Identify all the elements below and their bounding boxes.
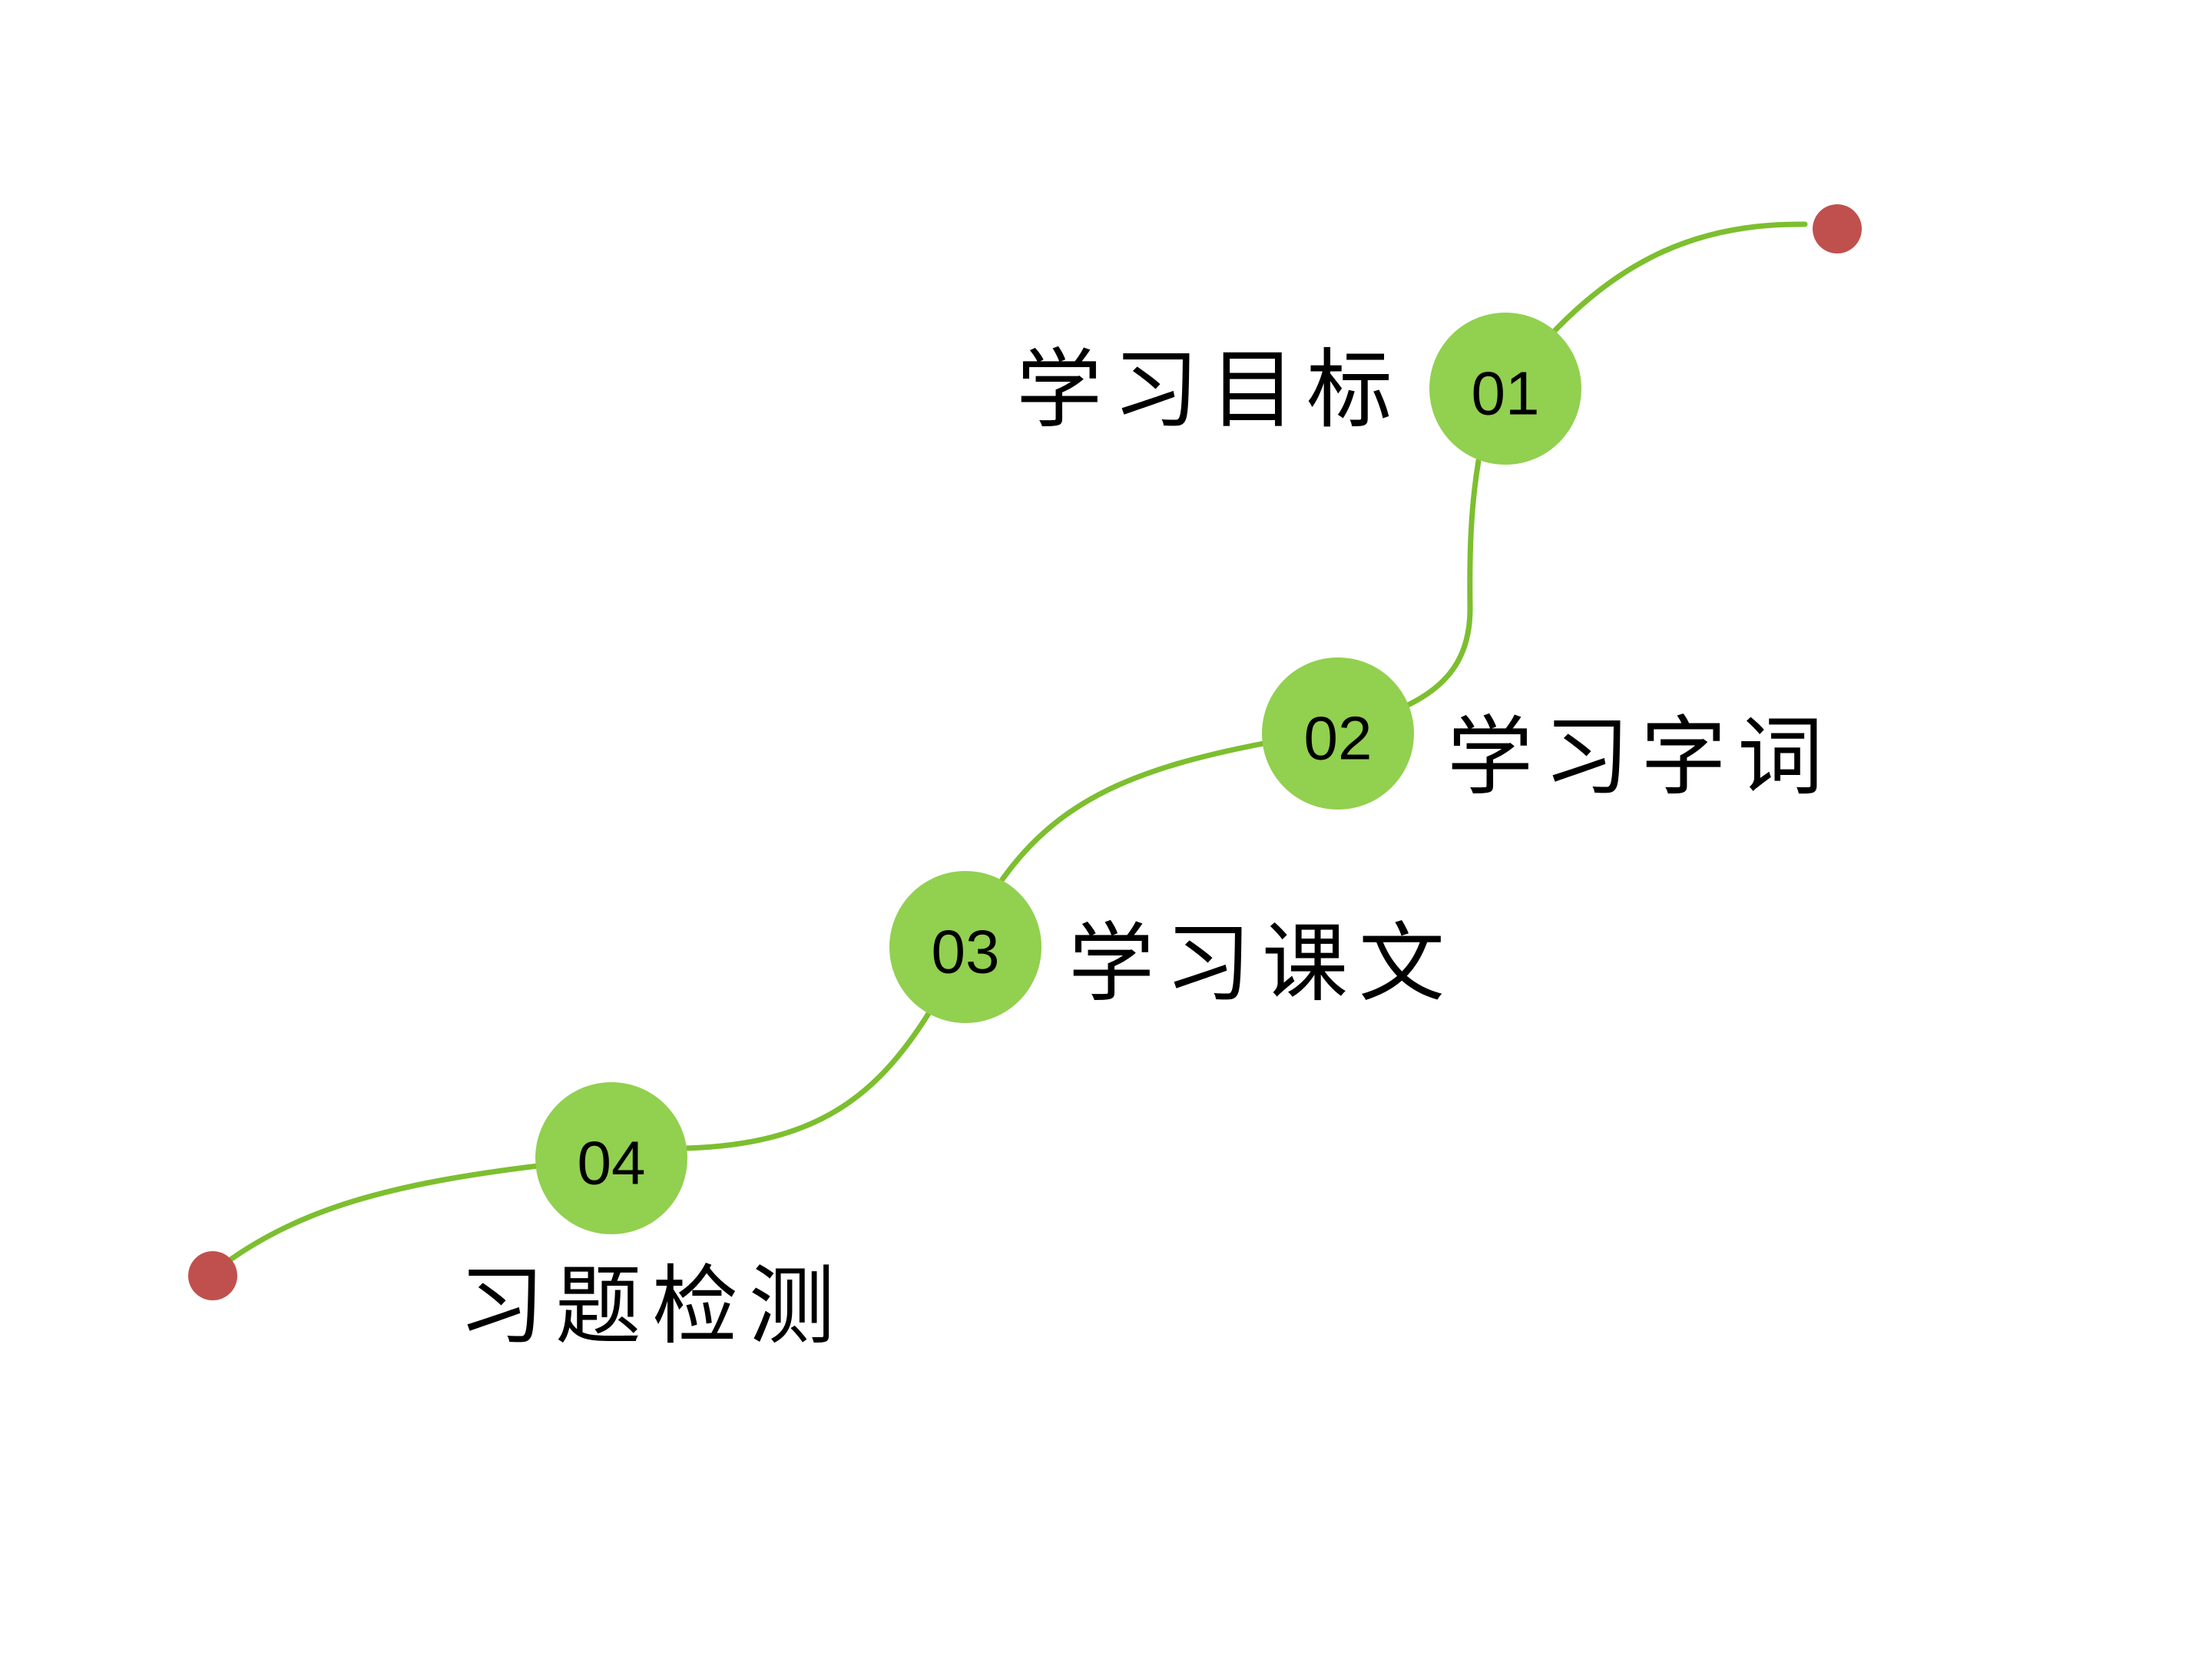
step-label-02: 学习字词: [1447, 707, 1834, 807]
step-label-03: 学习课文: [1068, 914, 1455, 1014]
connector-03-to-04: [683, 1009, 932, 1151]
connector-04-to-end: [227, 1163, 541, 1263]
step-number: 02: [1304, 704, 1373, 773]
step-circle: [535, 1082, 687, 1234]
step-label-04: 习题检测: [459, 1257, 846, 1356]
end-endpoint-dot: [188, 1251, 237, 1300]
start-endpoint-dot: [1813, 204, 1862, 253]
connector-02-to-03: [999, 740, 1267, 882]
step-circle: [889, 871, 1041, 1023]
step-circle: [1262, 657, 1414, 810]
step-node-02: 02: [1262, 657, 1414, 810]
step-node-01: 01: [1429, 313, 1581, 465]
connector-start-to-01: [1548, 221, 1808, 337]
connector-01-to-02: [1405, 458, 1482, 708]
step-circle: [1429, 313, 1581, 465]
step-number: 03: [932, 918, 1000, 986]
step-label-01: 学习目标: [1016, 340, 1403, 440]
step-node-04: 04: [535, 1082, 687, 1234]
step-node-03: 03: [889, 871, 1041, 1023]
step-number: 01: [1472, 359, 1540, 428]
step-number: 04: [578, 1129, 646, 1197]
